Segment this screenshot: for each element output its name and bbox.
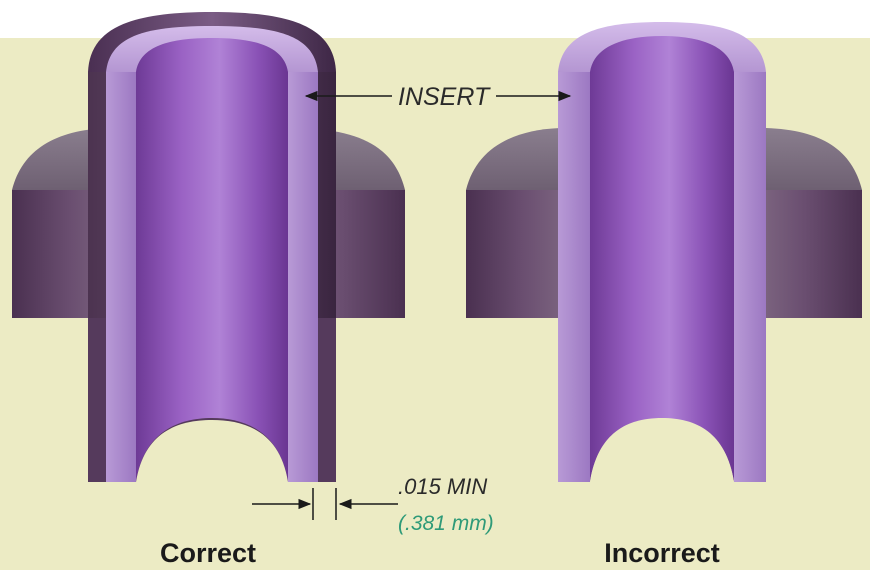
correct-bottom-cutout: [136, 420, 288, 482]
incorrect-insert-wall-left: [558, 72, 590, 482]
incorrect-bottom-cutout: [590, 420, 734, 482]
incorrect-flange-right: [766, 190, 862, 318]
correct-flange-left: [12, 190, 108, 318]
correct-assembly: [12, 12, 405, 482]
caption-correct: Correct: [160, 538, 256, 568]
incorrect-flange-left: [466, 190, 560, 318]
caption-incorrect: Incorrect: [604, 538, 720, 568]
dimension-label: .015 MIN: [398, 474, 487, 499]
incorrect-assembly: [466, 22, 862, 482]
incorrect-bore: [590, 36, 734, 482]
incorrect-insert-wall-right: [734, 72, 766, 482]
correct-insert-wall-left: [106, 72, 136, 482]
correct-insert-wall-right: [288, 72, 318, 482]
dimension-metric-label: (.381 mm): [398, 512, 494, 535]
correct-bore: [136, 38, 288, 482]
insert-label: INSERT: [398, 83, 491, 111]
